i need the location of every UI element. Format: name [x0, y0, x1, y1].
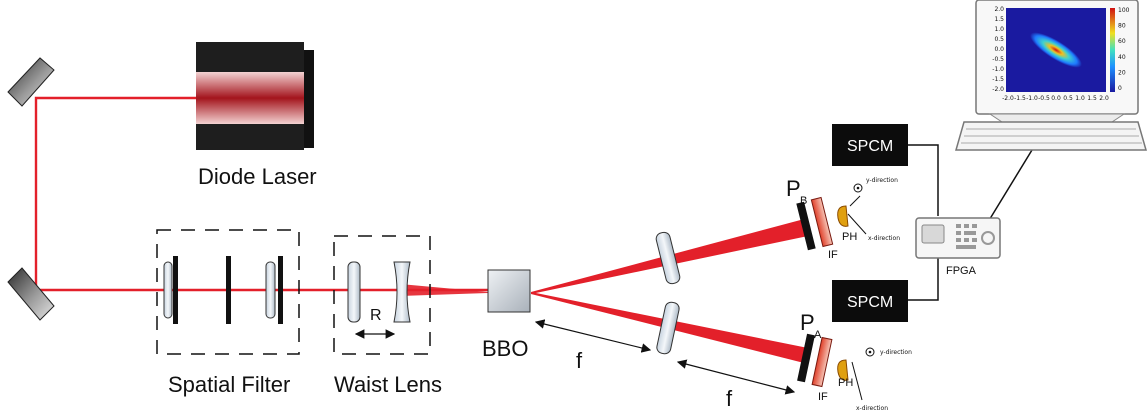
beam-expanded-waist — [400, 284, 488, 296]
y-direction-label-a: y-direction — [880, 349, 912, 356]
plot-colorbar-tick-5: 0 — [1118, 85, 1122, 92]
spatial-filter-label: Spatial Filter — [168, 372, 290, 397]
bbo-label: BBO — [482, 336, 528, 361]
plot-y-tick-0: 2.0 — [994, 6, 1004, 13]
plot-x-tick-0: -2.0 — [1002, 95, 1014, 102]
plot-x-tick-7: 1.5 — [1087, 95, 1097, 102]
mirror-top — [7, 57, 55, 107]
lens-lower-arm — [656, 301, 680, 355]
bbo-crystal — [487, 269, 531, 313]
interference-filter-a — [811, 336, 833, 388]
cable-fpga-computer — [987, 149, 1033, 223]
fpga-board — [915, 217, 1001, 259]
plot-y-tick-6: -1.0 — [992, 66, 1004, 73]
pa-label: P — [800, 310, 815, 335]
spcm-bottom — [832, 280, 908, 322]
fpga-label: FPGA — [946, 265, 977, 277]
plot-x-tick-1: -1.5 — [1014, 95, 1026, 102]
plot-y-tick-7: -1.5 — [992, 76, 1004, 83]
plot-y-tick-8: -2.0 — [992, 86, 1004, 93]
plot-colorbar-tick-3: 40 — [1118, 54, 1126, 61]
spatial-filter-lens-1 — [163, 261, 173, 319]
spatial-filter-box — [156, 229, 300, 355]
plot-y-tick-5: -0.5 — [992, 56, 1004, 63]
if-label-a: IF — [818, 391, 828, 403]
plot-colorbar-tick-0: 100 — [1118, 7, 1130, 14]
plot-x-tick-3: -0.5 — [1038, 95, 1050, 102]
spcm-top-label: SPCM — [847, 138, 893, 155]
mirror-bottom — [7, 267, 55, 321]
waist-r-label: R — [370, 307, 382, 324]
plot-x-tick-4: 0.0 — [1051, 95, 1061, 102]
plot-y-tick-4: 0.0 — [994, 46, 1004, 53]
spcm-bottom-label: SPCM — [847, 294, 893, 311]
lens-upper-arm — [655, 231, 681, 285]
pinhole-b — [837, 205, 849, 227]
pa-subscript: A — [814, 329, 822, 341]
plot-colorbar-tick-2: 60 — [1118, 38, 1126, 45]
distance-arrow-f-1 — [534, 319, 652, 353]
y-direction-symbol-b — [853, 183, 863, 193]
pinhole-a — [837, 359, 849, 381]
plot-colorbar-tick-1: 80 — [1118, 23, 1126, 30]
f-label-2: f — [726, 386, 733, 411]
laser-beam-top — [34, 96, 488, 292]
plot-y-tick-1: 1.5 — [994, 16, 1004, 23]
pinhole-b-stem — [847, 213, 867, 235]
interference-filter-b — [810, 196, 834, 248]
spatial-filter-pinhole — [226, 256, 231, 324]
fiber-b-dir — [849, 195, 861, 207]
diode-laser-label: Diode Laser — [198, 164, 317, 189]
plot-y-tick-3: 0.5 — [994, 36, 1004, 43]
spatial-filter-plate-2 — [278, 256, 283, 324]
waist-lens-1 — [347, 261, 361, 323]
pinhole-a-stem — [851, 361, 863, 401]
cable-spcm-bottom-fpga — [908, 256, 939, 301]
cable-spcm-top-fpga — [908, 144, 939, 216]
y-direction-label-b: y-direction — [866, 177, 898, 184]
waist-lens-2 — [393, 261, 411, 323]
waist-lens-label: Waist Lens — [334, 372, 442, 397]
plot-colorbar-tick-4: 20 — [1118, 69, 1126, 76]
pb-subscript: B — [800, 195, 807, 207]
plot-colorbar-tick-labels: 100 80 60 40 20 0 — [1118, 7, 1130, 92]
spatial-filter-lens-2 — [265, 261, 276, 319]
polarizer-b — [796, 201, 816, 251]
polarizer-a — [797, 333, 815, 383]
plot-x-tick-2: -1.0 — [1026, 95, 1038, 102]
diode-laser — [196, 42, 314, 150]
x-direction-label-a: x-direction — [856, 405, 888, 412]
plot-x-tick-6: 1.0 — [1075, 95, 1085, 102]
computer-keyboard — [955, 121, 1147, 151]
plot-y-tick-labels: 2.0 1.5 1.0 0.5 0.0 -0.5 -1.0 -1.5 -2.0 — [992, 6, 1004, 93]
plot-y-tick-2: 1.0 — [994, 26, 1004, 33]
x-direction-label-b: x-direction — [868, 235, 900, 242]
plot-x-tick-5: 0.5 — [1063, 95, 1073, 102]
ph-label-b: PH — [842, 231, 857, 243]
plot-x-tick-8: 2.0 — [1099, 95, 1109, 102]
y-direction-symbol-a — [865, 347, 875, 357]
pb-label: P — [786, 176, 801, 201]
if-label-b: IF — [828, 249, 838, 261]
f-label-1: f — [576, 348, 583, 373]
distance-arrow-f-2 — [676, 359, 796, 395]
ph-label-a: PH — [838, 377, 853, 389]
spcm-top — [832, 124, 908, 166]
waist-lens-box — [333, 235, 431, 355]
spatial-filter-plate-1 — [173, 256, 178, 324]
